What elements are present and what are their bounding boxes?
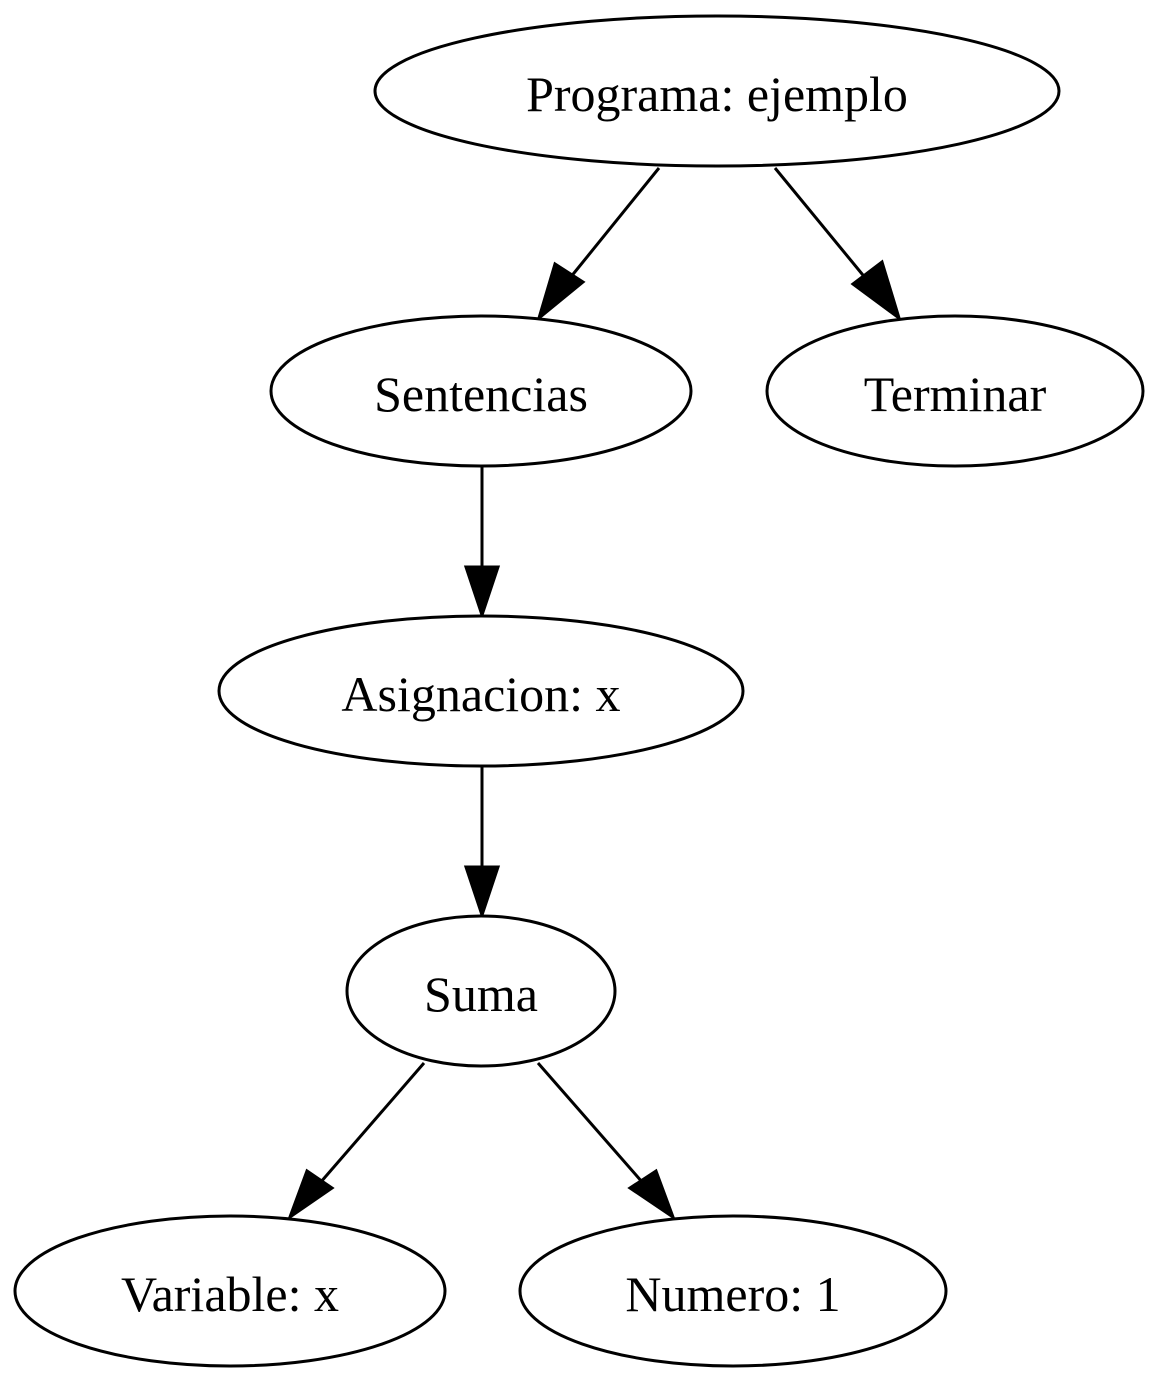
node-programa: Programa: ejemplo bbox=[373, 14, 1061, 168]
edges-layer bbox=[286, 167, 902, 1221]
edge-programa-terminar bbox=[773, 167, 902, 322]
node-variable: Variable: x bbox=[13, 1214, 447, 1368]
node-label: Asignacion: x bbox=[341, 666, 620, 722]
arrowhead-icon bbox=[286, 1168, 335, 1221]
node-label: Suma bbox=[424, 966, 538, 1022]
edge-line bbox=[536, 1062, 645, 1184]
edge-suma-variable bbox=[286, 1062, 426, 1221]
edge-line bbox=[318, 1062, 426, 1184]
edge-asignacion-suma bbox=[463, 767, 501, 920]
node-ellipse bbox=[217, 614, 745, 768]
node-suma: Suma bbox=[345, 914, 617, 1068]
node-ellipse bbox=[373, 14, 1061, 168]
node-sentencias: Sentencias bbox=[269, 314, 693, 468]
node-ellipse bbox=[518, 1214, 948, 1368]
arrowhead-icon bbox=[850, 259, 902, 322]
node-ellipse bbox=[269, 314, 693, 468]
arrowhead-icon bbox=[536, 261, 586, 323]
node-ellipse bbox=[345, 914, 617, 1068]
arrowhead-icon bbox=[463, 865, 501, 920]
node-terminar: Terminar bbox=[765, 314, 1145, 468]
edge-line bbox=[773, 167, 869, 281]
arrowhead-icon bbox=[627, 1168, 677, 1221]
edge-line bbox=[568, 167, 661, 279]
edge-sentencias-asignacion bbox=[463, 467, 501, 620]
arrowhead-icon bbox=[463, 565, 501, 620]
node-ellipse bbox=[13, 1214, 447, 1368]
node-label: Variable: x bbox=[121, 1266, 339, 1322]
node-label: Terminar bbox=[864, 366, 1047, 422]
node-label: Programa: ejemplo bbox=[526, 66, 908, 122]
edge-programa-sentencias bbox=[536, 167, 661, 323]
node-ellipse bbox=[765, 314, 1145, 468]
nodes-layer: Programa: ejemplo Sentencias Terminar As… bbox=[13, 14, 1145, 1368]
node-numero: Numero: 1 bbox=[518, 1214, 948, 1368]
node-label: Sentencias bbox=[374, 366, 588, 422]
node-asignacion: Asignacion: x bbox=[217, 614, 745, 768]
edge-suma-numero bbox=[536, 1062, 677, 1221]
node-label: Numero: 1 bbox=[625, 1266, 840, 1322]
